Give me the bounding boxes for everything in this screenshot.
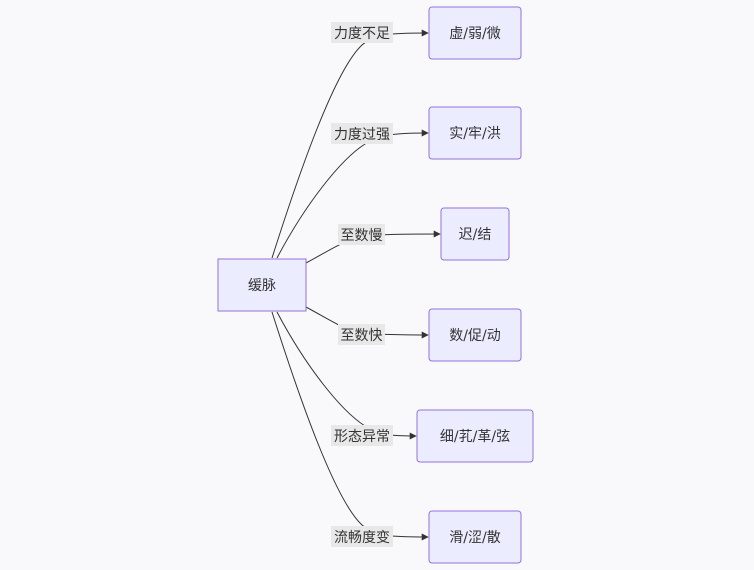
- target-node-4[interactable]: 数/促/动: [428, 308, 522, 362]
- target-node-1[interactable]: 虚/弱/微: [428, 6, 522, 60]
- edge-label-4: 至数快: [338, 324, 385, 345]
- edge-label-3-text: 至数慢: [341, 227, 383, 244]
- edge-label-3: 至数慢: [338, 224, 385, 245]
- edge-label-1: 力度不足: [331, 22, 393, 43]
- root-node-label: 缓脉: [248, 278, 276, 294]
- target-node-2-label: 实/牢/洪: [449, 126, 500, 142]
- target-node-6[interactable]: 滑/涩/散: [428, 510, 522, 564]
- edge-label-5: 形态异常: [331, 425, 393, 446]
- target-node-5-label: 细/芤/革/弦: [440, 429, 510, 445]
- target-node-6-label: 滑/涩/散: [449, 529, 500, 546]
- edge-label-6-text: 流畅度变: [334, 530, 390, 546]
- target-node-5[interactable]: 细/芤/革/弦: [416, 409, 534, 463]
- edge-6: [271, 311, 429, 541]
- edge-label-1-text: 力度不足: [334, 26, 390, 42]
- edge-label-5-text: 形态异常: [334, 429, 390, 445]
- target-node-1-label: 虚/弱/微: [449, 26, 500, 42]
- edge-label-4-text: 至数快: [341, 328, 383, 344]
- root-node[interactable]: 缓脉: [217, 258, 307, 312]
- edge-label-2: 力度过强: [331, 123, 393, 144]
- edge-label-6: 流畅度变: [331, 526, 393, 547]
- target-node-3-label: 迟/结: [459, 227, 492, 243]
- target-node-3[interactable]: 迟/结: [440, 207, 510, 261]
- nodes: 缓脉 虚/弱/微 实/牢/洪 迟/结 数/促/动 细/芤/革/弦 滑/涩/散: [217, 6, 534, 564]
- edge-labels: 力度不足 力度过强 至数慢 至数快 形态异常 流畅度变: [331, 22, 393, 547]
- edge-label-2-text: 力度过强: [334, 127, 390, 143]
- edge-2: [276, 129, 429, 259]
- target-node-2[interactable]: 实/牢/洪: [428, 106, 522, 160]
- target-node-4-label: 数/促/动: [449, 328, 500, 344]
